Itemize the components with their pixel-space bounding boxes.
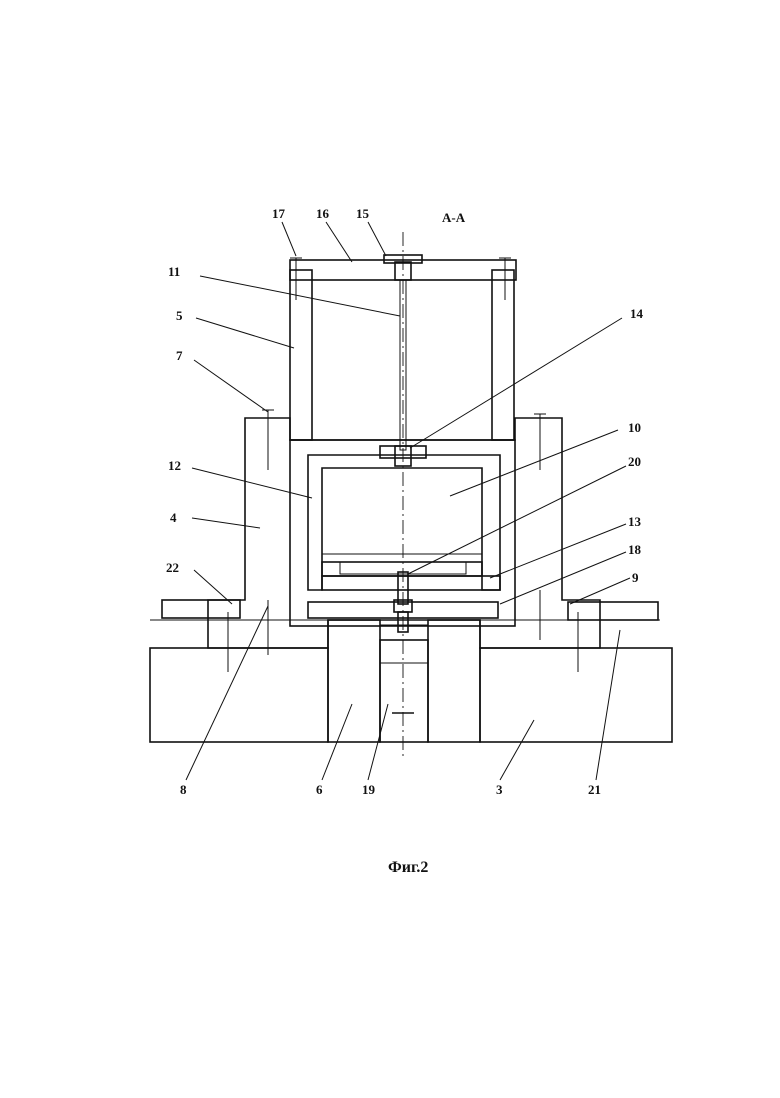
part-label-22: 22 [166, 560, 179, 575]
part-label-20: 20 [628, 454, 641, 469]
section-label: А-А [442, 210, 466, 225]
part-label-5: 5 [176, 308, 183, 323]
bushing [328, 620, 480, 742]
part-label-17: 17 [272, 206, 286, 221]
part-label-7: 7 [176, 348, 183, 363]
part-label-16: 16 [316, 206, 330, 221]
part-label-18: 18 [628, 542, 642, 557]
part-label-19: 19 [362, 782, 376, 797]
rod [400, 232, 406, 760]
part-label-3: 3 [496, 782, 503, 797]
figure-caption: Фиг.2 [388, 859, 428, 876]
part-label-6: 6 [316, 782, 323, 797]
part-label-9: 9 [632, 570, 639, 585]
part-label-15: 15 [356, 206, 370, 221]
leader-lines [186, 222, 630, 780]
part-label-11: 11 [168, 264, 180, 279]
part-label-14: 14 [630, 306, 644, 321]
side-plates [150, 600, 660, 620]
part-label-12: 12 [168, 458, 181, 473]
inner-cup [308, 446, 500, 590]
part-label-13: 13 [628, 514, 642, 529]
screws [228, 258, 578, 672]
part-label-4: 4 [170, 510, 177, 525]
part-label-8: 8 [180, 782, 187, 797]
part-label-21: 21 [588, 782, 601, 797]
part-label-10: 10 [628, 420, 641, 435]
upper-tube [290, 270, 514, 440]
part-labels: 17 16 15 11 14 5 7 10 12 20 4 13 18 22 9 8 6 19 3 21 [166, 206, 644, 797]
lower-body [208, 418, 600, 648]
